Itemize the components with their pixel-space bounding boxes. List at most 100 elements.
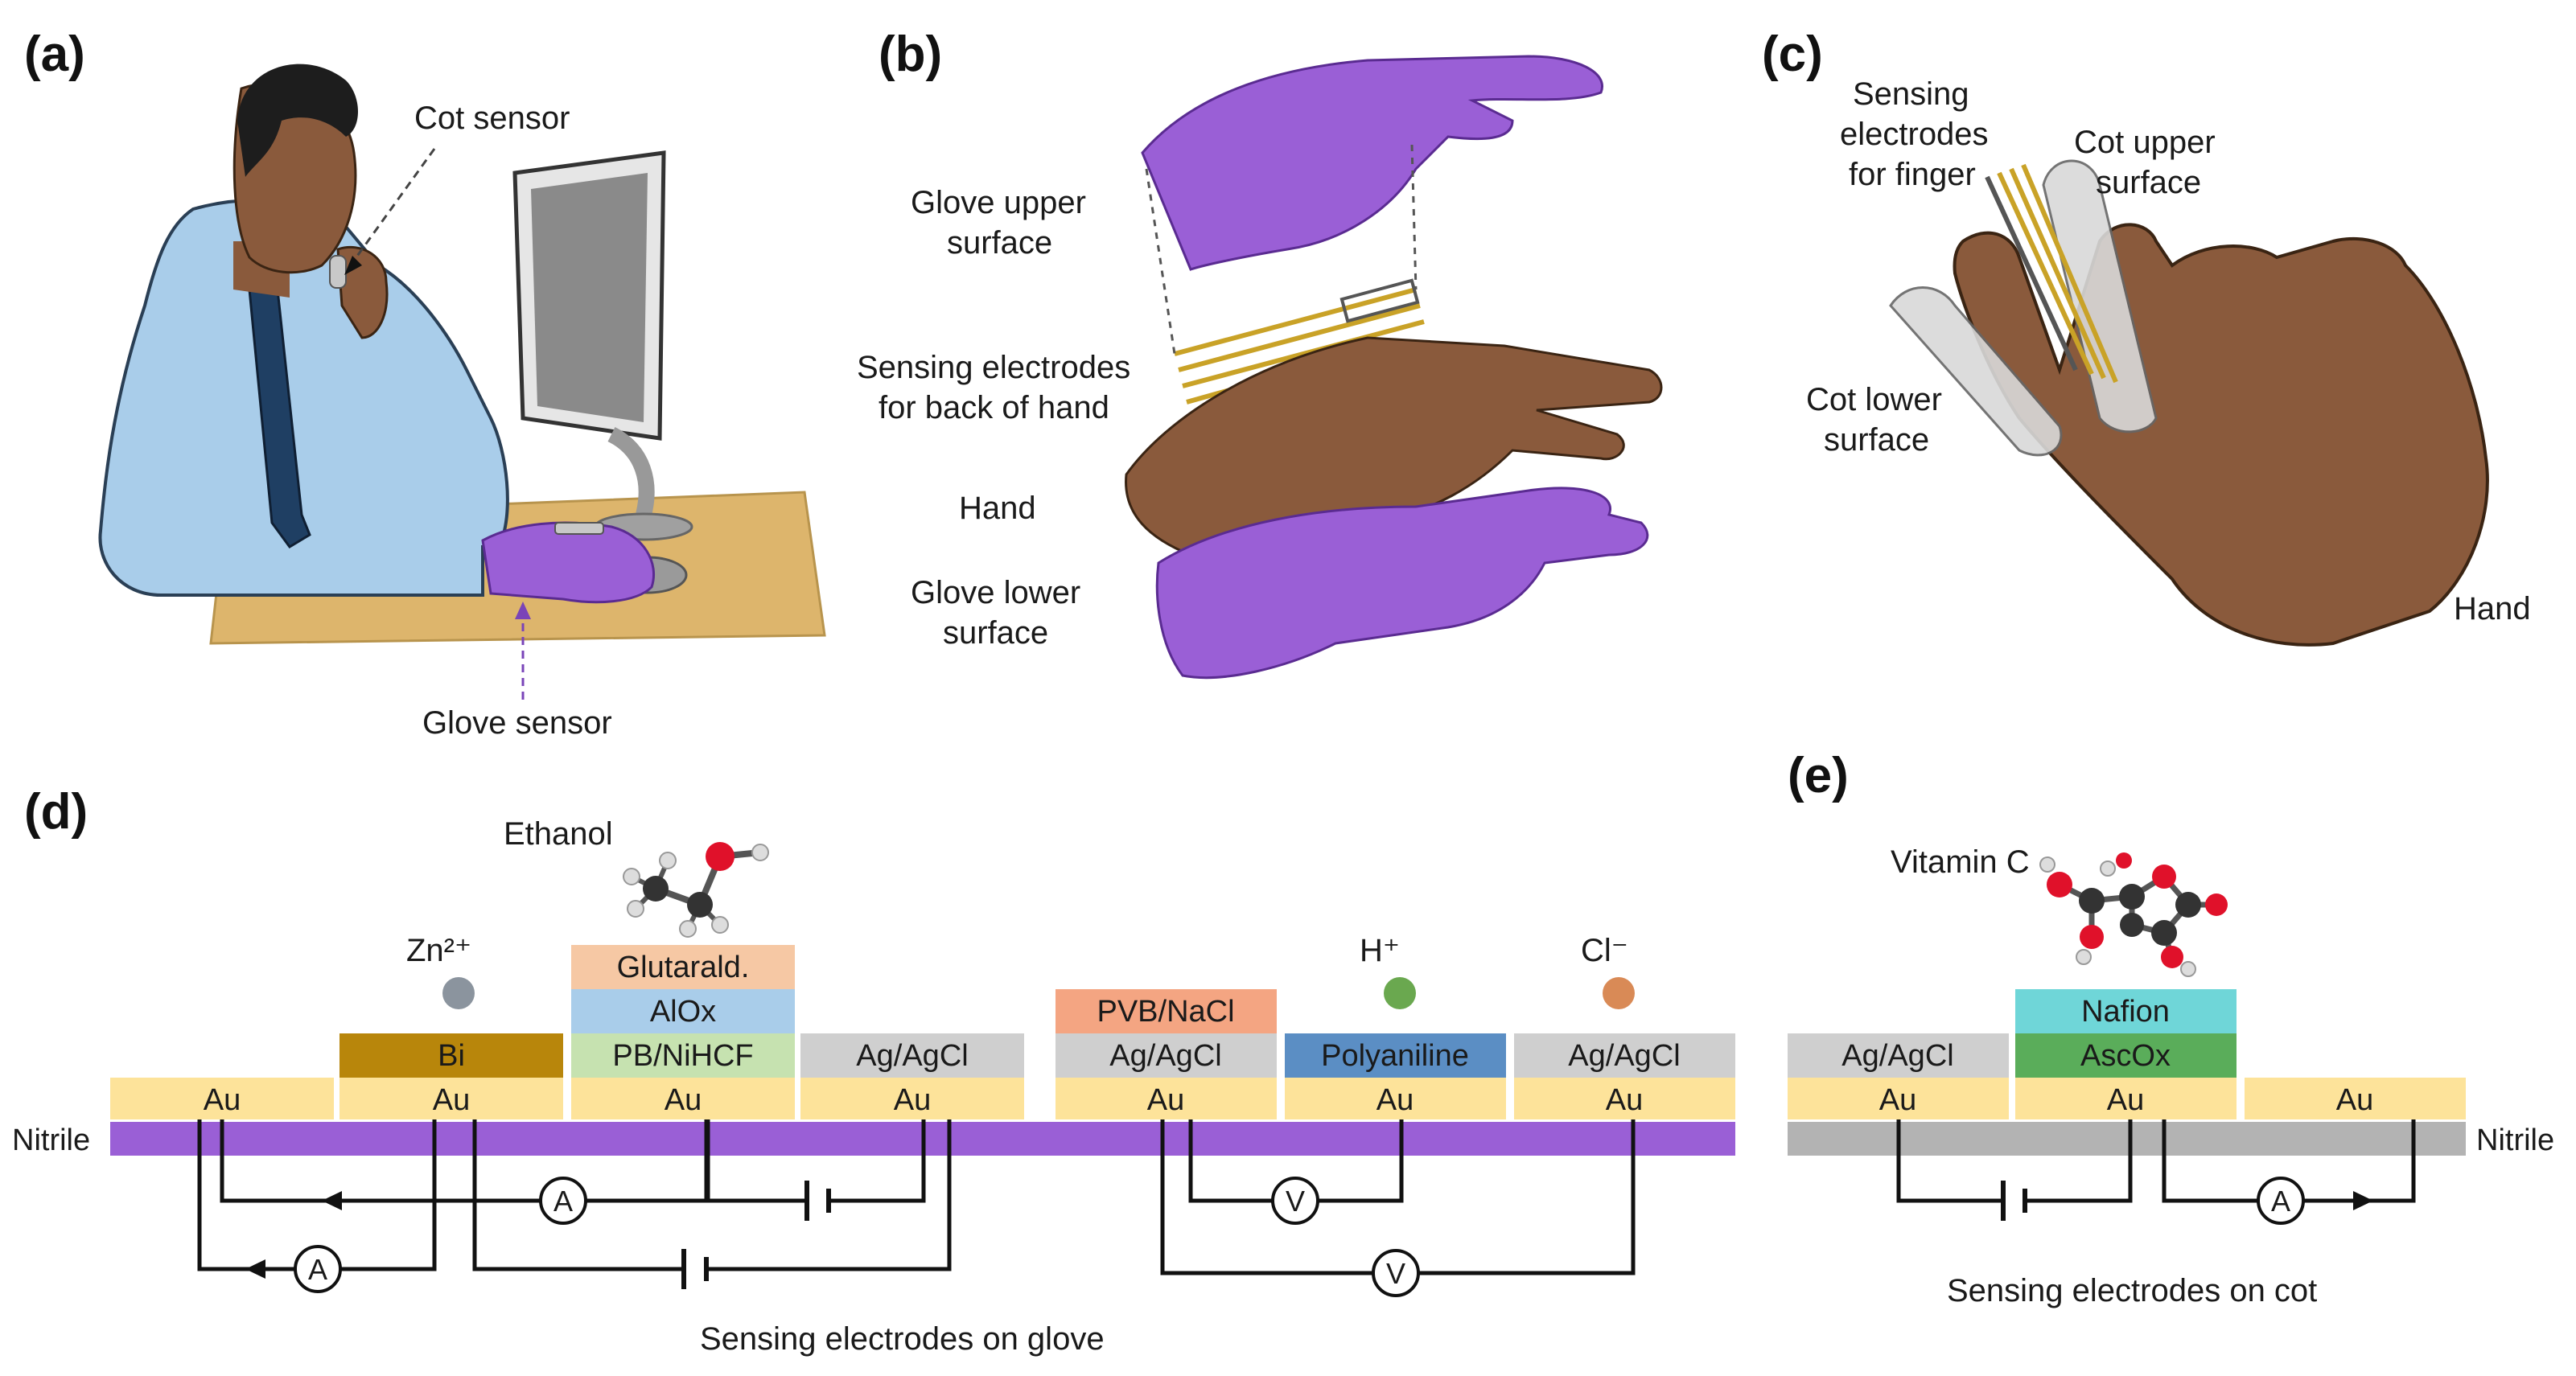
glove-upper-surface — [1141, 55, 1603, 271]
au-label-1: Au — [204, 1083, 241, 1117]
panel-d: (d) Ethanol Zn²⁺ H⁺ Cl⁻ — [12, 784, 1735, 1357]
cot-upper-label-line2: surface — [2096, 165, 2201, 200]
au-cot-label-2: Au — [2107, 1083, 2144, 1117]
au-label-5: Au — [1147, 1083, 1184, 1117]
cot-upper-label-line1: Cot upper — [2074, 125, 2216, 160]
layer-ag-agcl-2-label: Ag/AgCl — [1109, 1039, 1221, 1073]
layer-ascox — [2015, 1033, 2237, 1078]
sensing-electrodes-label-line1: Sensing electrodes — [857, 350, 1130, 385]
ethanol-molecule — [623, 842, 769, 938]
layer-au-4 — [800, 1078, 1024, 1119]
layer-au-1 — [110, 1078, 334, 1119]
panel-e: (e) Vitamin C — [1788, 748, 2554, 1308]
cot-lower-label-line2: surface — [1824, 422, 1929, 458]
layer-ascox-label: AscOx — [2080, 1039, 2171, 1073]
zinc-ion-label: Zn²⁺ — [406, 933, 471, 968]
layer-alox-label: AlOx — [650, 995, 716, 1029]
person-illustration — [98, 64, 509, 597]
layer-ag-agcl-cot — [1788, 1033, 2009, 1078]
cot-upper-surface — [2042, 159, 2158, 433]
layer-ag-agcl-3-label: Ag/AgCl — [1568, 1039, 1680, 1073]
vitamin-c-label: Vitamin C — [1891, 844, 2030, 880]
proton-ball — [1384, 977, 1416, 1009]
layer-bismuth-label: Bi — [438, 1039, 465, 1073]
panel-b-label: (b) — [879, 27, 942, 82]
layer-au-6 — [1285, 1078, 1506, 1119]
layer-ag-agcl-cot-label: Ag/AgCl — [1841, 1039, 1953, 1073]
au-label-7: Au — [1606, 1083, 1643, 1117]
cot-sensor-pointer — [346, 148, 436, 270]
layer-alox — [571, 989, 795, 1033]
layer-ag-agcl-1-label: Ag/AgCl — [856, 1039, 968, 1073]
au-cot-label-3: Au — [2336, 1083, 2373, 1117]
glove-upper-label-line2: surface — [947, 225, 1052, 261]
panel-c-label: (c) — [1762, 27, 1823, 82]
au-label-2: Au — [433, 1083, 470, 1117]
voltmeter-2-label: V — [1386, 1257, 1405, 1290]
sensing-label-line1: Sensing — [1853, 76, 1969, 112]
glove-sensor-strip — [554, 522, 604, 535]
layer-bismuth — [339, 1033, 563, 1078]
panel-a-label: (a) — [24, 27, 85, 82]
layer-polyaniline-label: Polyaniline — [1321, 1039, 1469, 1073]
sensing-label-line2: electrodes — [1840, 117, 1989, 152]
layer-ag-agcl-1 — [800, 1033, 1024, 1078]
glove-lower-surface — [1155, 487, 1649, 680]
au-label-6: Au — [1376, 1083, 1414, 1117]
layer-pvb-nacl-label: PVB/NaCl — [1097, 995, 1234, 1029]
cot-electrodes-caption: Sensing electrodes on cot — [1947, 1273, 2317, 1308]
sensing-label-line3: for finger — [1849, 157, 1976, 192]
cot-circuits: A — [1896, 1119, 2416, 1225]
layer-polyaniline — [1285, 1033, 1506, 1078]
zinc-ion-ball — [442, 977, 475, 1009]
hand-label-b: Hand — [959, 491, 1036, 526]
sensing-electrodes-label-line2: for back of hand — [879, 390, 1109, 425]
layer-au-cot-1 — [1788, 1078, 2009, 1119]
cot-sensor-finger — [329, 255, 347, 289]
cot-sensor-label: Cot sensor — [414, 101, 570, 136]
chloride-ion-label: Cl⁻ — [1581, 933, 1628, 968]
ammeter-cot-label: A — [2271, 1185, 2290, 1218]
panel-b: (b) Glove upper surface Sensing electrod… — [857, 27, 1663, 680]
glove-electrodes-caption: Sensing electrodes on glove — [700, 1321, 1105, 1357]
layer-ag-agcl-3 — [1514, 1033, 1735, 1078]
ammeter-1-label: A — [308, 1253, 327, 1286]
panel-a: (a) Cot sensor Glove sens — [24, 27, 826, 741]
guide-line — [1410, 144, 1418, 290]
layer-au-5 — [1056, 1078, 1277, 1119]
layer-nafion-label: Nafion — [2081, 995, 2170, 1029]
layer-pvb-nacl — [1056, 989, 1277, 1033]
glove-circuits: A A V V — [197, 1119, 1636, 1297]
glove-lower-label-line1: Glove lower — [911, 575, 1080, 610]
layer-au-7 — [1514, 1078, 1735, 1119]
cot-lower-label-line1: Cot lower — [1806, 382, 1942, 417]
layer-au-2 — [339, 1078, 563, 1119]
panel-e-label: (e) — [1788, 748, 1849, 803]
nitrile-label-cot: Nitrile — [2476, 1123, 2554, 1157]
layer-pb-nihcf-label: PB/NiHCF — [612, 1039, 753, 1073]
glove-lower-label-line2: surface — [943, 615, 1048, 651]
au-label-4: Au — [894, 1083, 931, 1117]
nitrile-label-glove: Nitrile — [12, 1123, 90, 1157]
glove-on-hand — [481, 521, 656, 604]
panel-c: (c) Sensing electrodes for finger Cot up… — [1762, 27, 2531, 647]
layer-au-3 — [571, 1078, 795, 1119]
computer-monitor — [512, 150, 693, 541]
voltmeter-1-label: V — [1286, 1185, 1305, 1218]
guide-line — [1145, 168, 1176, 355]
layer-au-cot-2 — [2015, 1078, 2237, 1119]
cot-lower-surface — [1889, 286, 2063, 457]
layer-glutaraldehyde-label: Glutarald. — [617, 951, 750, 984]
layer-nafion — [2015, 989, 2237, 1033]
glove-upper-label-line1: Glove upper — [911, 185, 1086, 220]
electrode-array-finger — [1985, 163, 2118, 384]
glove-sensor-label: Glove sensor — [422, 705, 612, 741]
au-cot-label-1: Au — [1879, 1083, 1916, 1117]
nitrile-substrate-cot — [1788, 1122, 2466, 1156]
proton-label: H⁺ — [1360, 933, 1400, 968]
au-label-3: Au — [665, 1083, 702, 1117]
panel-d-label: (d) — [24, 784, 88, 840]
layer-pb-nihcf — [571, 1033, 795, 1078]
ammeter-2-label: A — [553, 1185, 573, 1218]
